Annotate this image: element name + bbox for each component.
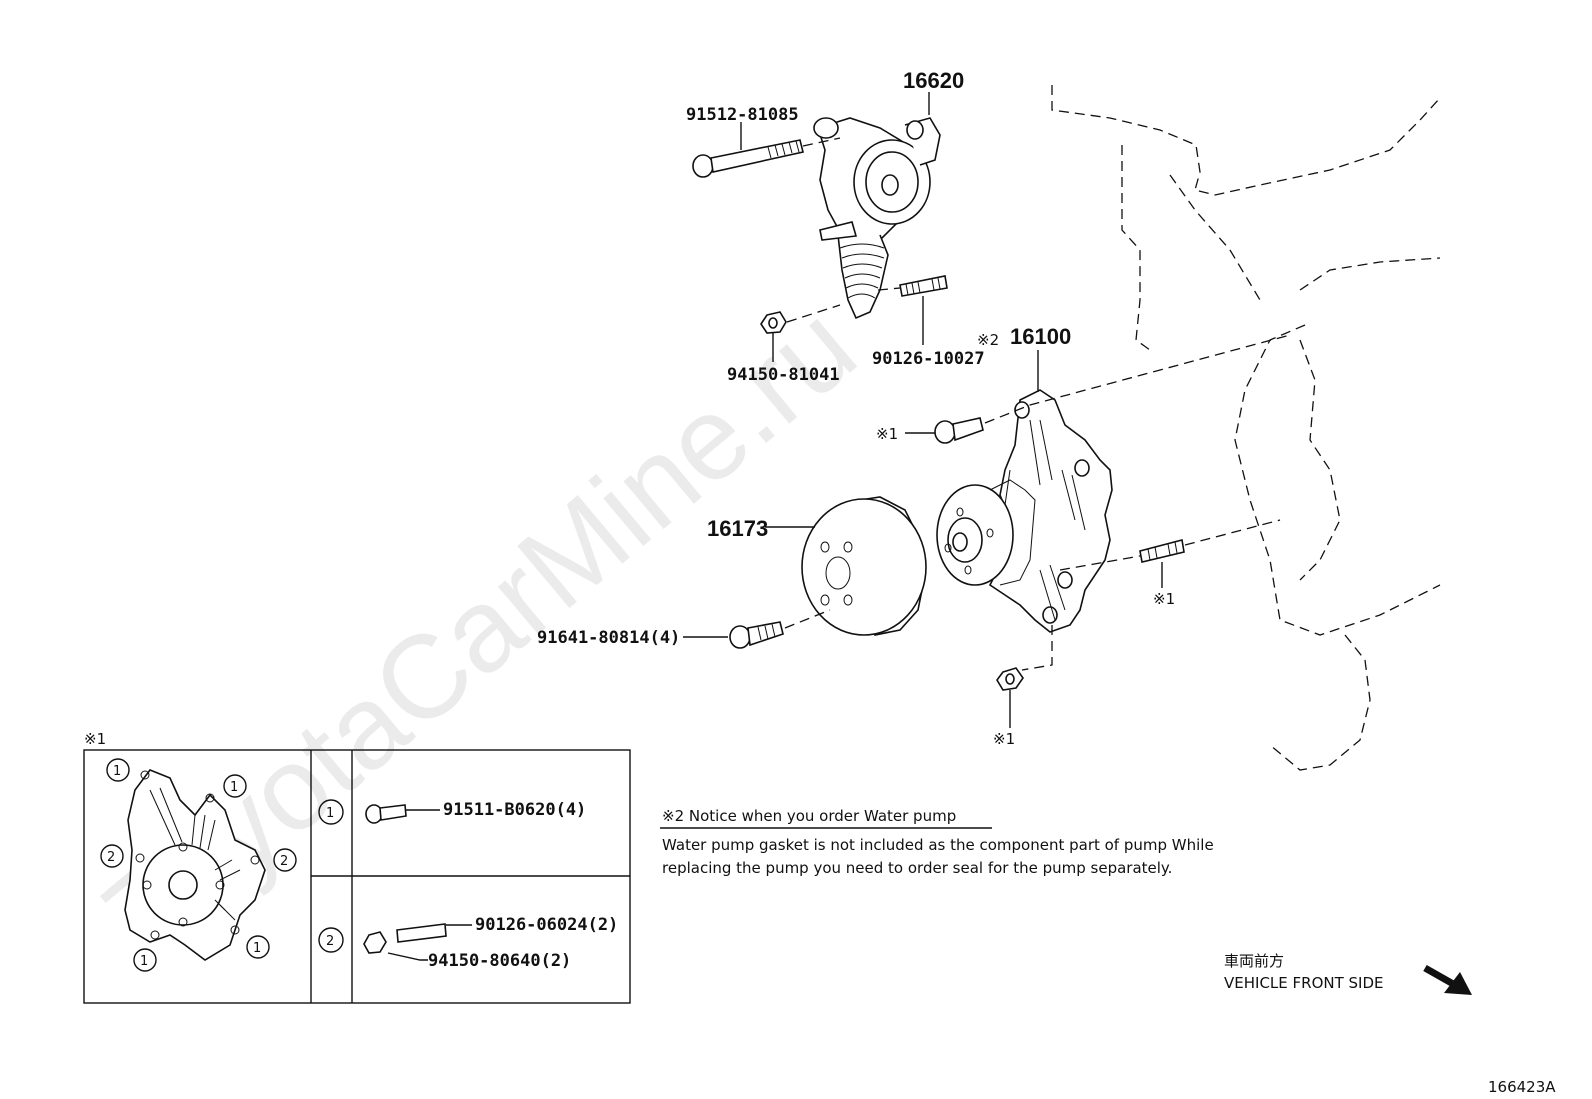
svg-text:1: 1 — [253, 941, 261, 956]
row1-bolt-icon — [365, 804, 407, 824]
svg-text:1: 1 — [230, 780, 238, 795]
detail-title: ※1 — [84, 730, 106, 748]
water-pump — [936, 389, 1113, 633]
pump-stud — [1139, 539, 1185, 563]
label-16100: 16100 — [1010, 324, 1071, 349]
label-91641-80814: 91641-80814(4) — [537, 628, 680, 648]
svg-text:2: 2 — [280, 854, 288, 869]
front-direction-arrow-icon — [1423, 964, 1472, 995]
detail-table — [83, 749, 631, 1004]
direction-jp: 車両前方 — [1224, 952, 1284, 970]
pump-bolt — [934, 417, 984, 444]
label-nut-mark: ※1 — [993, 730, 1015, 748]
row2-stud-icon — [396, 923, 447, 943]
tensioner-assembly — [813, 117, 941, 320]
label-pump-mark: ※2 — [977, 331, 999, 349]
notice-line1: Water pump gasket is not included as the… — [662, 836, 1214, 854]
label-bolt-mark: ※1 — [876, 425, 898, 443]
detail-callouts: 1 1 2 2 1 1 — [100, 758, 297, 972]
label-stud-mark: ※1 — [1153, 590, 1175, 608]
row1-index-circle — [318, 799, 344, 825]
direction-en: VEHICLE FRONT SIDE — [1224, 974, 1384, 992]
tensioner-stud — [899, 275, 948, 297]
engine-block-outline — [1051, 85, 1441, 771]
label-16620: 16620 — [903, 68, 964, 93]
row2-nut-icon — [363, 931, 387, 954]
pulley-bolt — [729, 621, 784, 649]
figure-id: 166423A — [1488, 1078, 1556, 1096]
label-16173: 16173 — [707, 516, 768, 541]
svg-text:1: 1 — [113, 764, 121, 779]
notice-line2: replacing the pump you need to order sea… — [662, 859, 1172, 877]
row2-nut: 94150-80640(2) — [428, 951, 571, 971]
tensioner-bolt — [692, 139, 804, 178]
row1-index: 1 — [326, 806, 334, 821]
svg-text:2: 2 — [107, 850, 115, 865]
label-94150-81041: 94150-81041 — [727, 365, 840, 385]
row2-stud: 90126-06024(2) — [475, 915, 618, 935]
detail-pump-drawing — [124, 769, 266, 961]
label-91512-81085: 91512-81085 — [686, 105, 799, 125]
label-90126-10027: 90126-10027 — [872, 349, 985, 369]
pulley — [801, 496, 927, 636]
row2-index-circle — [318, 927, 344, 953]
row1-part: 91511-B0620(4) — [443, 800, 586, 820]
tensioner-nut — [760, 311, 787, 334]
row2-index: 2 — [326, 934, 334, 949]
svg-text:1: 1 — [140, 954, 148, 969]
notice-title: ※2 Notice when you order Water pump — [662, 807, 956, 825]
pump-nut — [996, 667, 1024, 691]
